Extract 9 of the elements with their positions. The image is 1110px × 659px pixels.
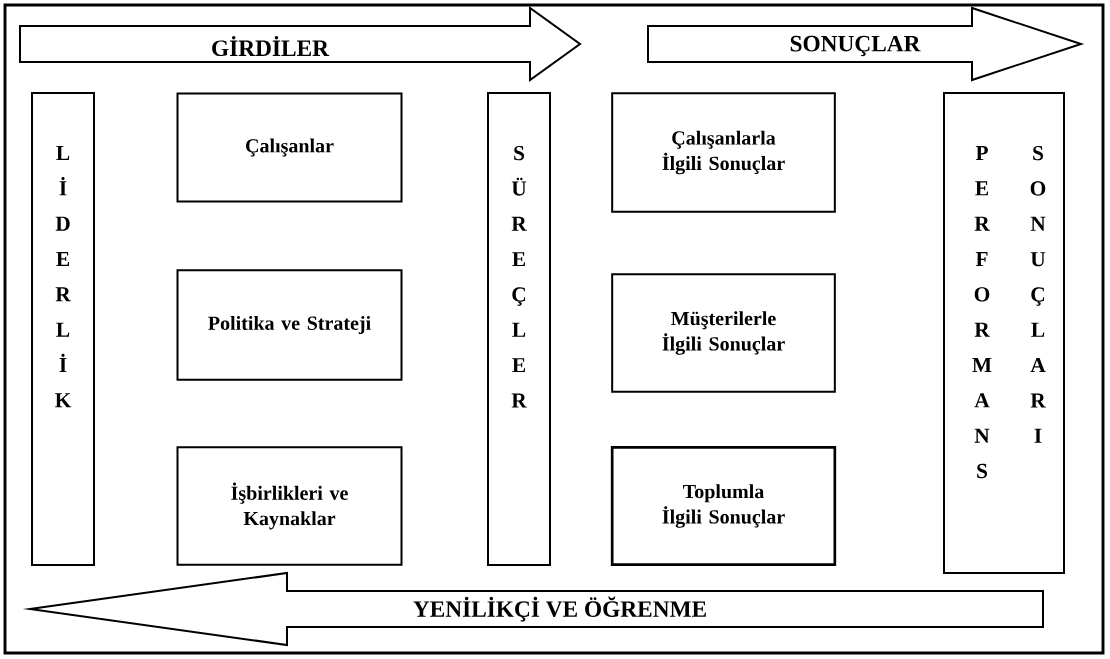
text-box: Çalışanlarla İlgili Sonuçlar [611,92,836,213]
vertical-text-box: PERFORMANS SONUÇLARI [943,92,1065,574]
text-box: Politika ve Strateji [176,269,403,381]
text-box: Çalışanlar [176,92,403,203]
text-box: İşbirlikleri ve Kaynaklar [176,446,403,566]
vertical-text-box: SÜREÇLER [487,92,551,566]
text-box: Müşterilerle İlgili Sonuçlar [611,273,836,393]
text-box: Toplumla İlgili Sonuçlar [610,446,837,566]
vertical-text-box: LİDERLİK [31,92,95,566]
